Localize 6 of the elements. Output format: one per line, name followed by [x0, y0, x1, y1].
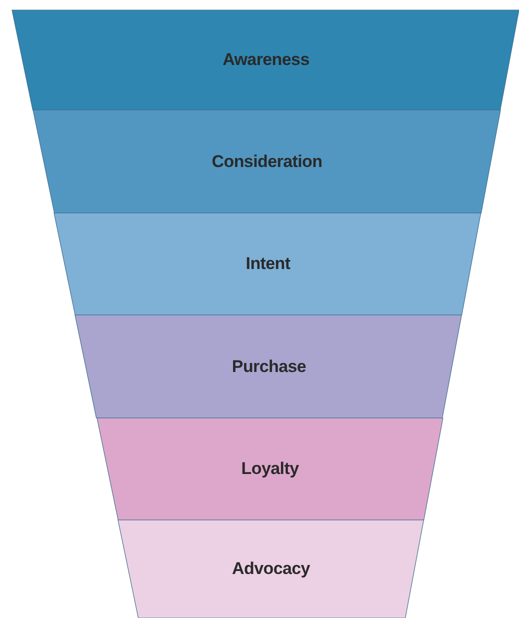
stage-label: Loyalty: [241, 459, 299, 479]
stage-label: Intent: [246, 254, 290, 274]
stage-label: Awareness: [222, 50, 310, 70]
stage-label: Consideration: [212, 152, 322, 172]
stage-label: Advocacy: [232, 559, 310, 579]
stage-label: Purchase: [232, 356, 306, 376]
